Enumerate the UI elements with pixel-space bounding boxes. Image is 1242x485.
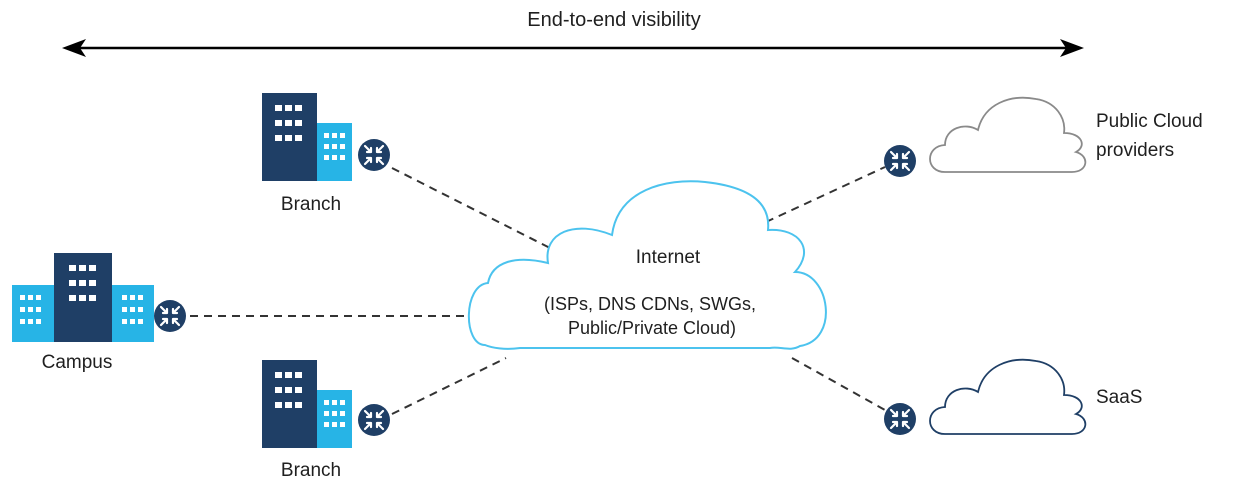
link-branch-top bbox=[391, 167, 551, 249]
public-cloud-icon bbox=[929, 96, 1087, 173]
public-cloud-label-line1: Public Cloud bbox=[1096, 111, 1203, 132]
public-cloud-label-line2: providers bbox=[1096, 140, 1175, 161]
router-icon bbox=[882, 143, 918, 179]
router-icon bbox=[152, 298, 188, 334]
router-icon bbox=[882, 401, 918, 437]
link-saas bbox=[791, 357, 886, 411]
saas-cloud-icon bbox=[929, 358, 1087, 435]
branch-top-label: Branch bbox=[280, 194, 342, 215]
internet-label: Internet bbox=[635, 247, 701, 268]
double-arrow-icon bbox=[62, 39, 1084, 57]
internet-detail-line1: (ISPs, DNS CDNs, SWGs, bbox=[543, 294, 757, 314]
dashed-links bbox=[190, 166, 886, 415]
internet-cloud bbox=[467, 180, 827, 350]
building-icon bbox=[262, 93, 352, 181]
branch-bottom-label: Branch bbox=[280, 460, 342, 481]
building-icon bbox=[12, 253, 154, 342]
router-icon bbox=[356, 402, 392, 438]
campus-label: Campus bbox=[41, 352, 113, 373]
link-public-cloud bbox=[765, 166, 886, 223]
router-icon bbox=[356, 137, 392, 173]
link-branch-bottom bbox=[391, 357, 507, 415]
saas-label: SaaS bbox=[1096, 387, 1143, 408]
diagram-title: End-to-end visibility bbox=[527, 9, 701, 31]
building-icon bbox=[262, 360, 352, 448]
internet-detail-line2: Public/Private Cloud) bbox=[567, 318, 737, 338]
